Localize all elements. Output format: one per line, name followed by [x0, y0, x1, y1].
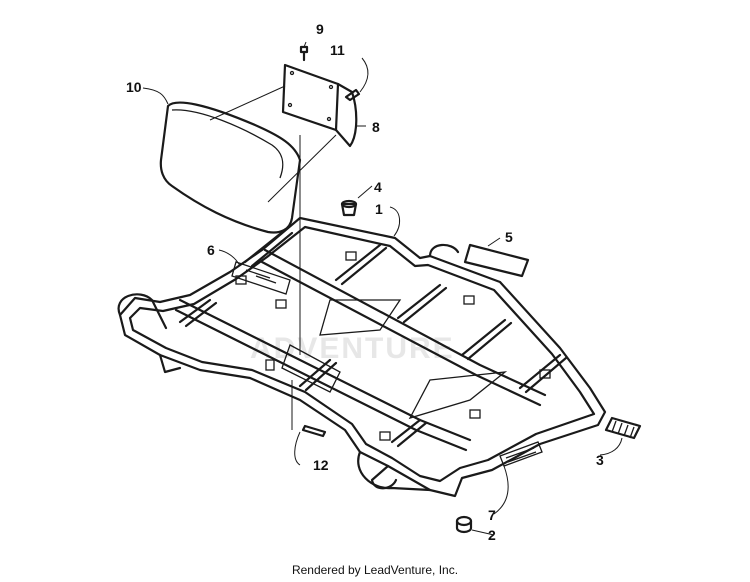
screw: [344, 88, 361, 102]
callout-9: 9: [316, 21, 324, 37]
watermark-text: ADVENTURE: [250, 332, 455, 365]
callout-12: 12: [313, 457, 329, 473]
assembly-lines: [209, 85, 337, 430]
backrest-bracket: [281, 63, 358, 148]
rack-label: [231, 261, 291, 295]
render-credit: Rendered by LeadVenture, Inc.: [291, 563, 459, 577]
rubber-foot: [455, 515, 473, 534]
callout-11: 11: [330, 42, 345, 58]
backrest-pad: [159, 101, 302, 234]
decal-strip: [463, 243, 530, 278]
callout-3: 3: [596, 452, 604, 468]
callout-8: 8: [372, 119, 380, 135]
callout-4: 4: [374, 179, 382, 195]
callout-2: 2: [488, 527, 496, 543]
callout-6: 6: [207, 242, 215, 258]
callout-1: 1: [375, 201, 383, 217]
callout-labels: 10 9 11 8 4 1 5 6 3 12 7 2: [126, 21, 604, 543]
callout-5: 5: [505, 229, 513, 245]
plug: [340, 199, 358, 217]
leader-lines: [142, 41, 623, 536]
callout-7: 7: [488, 507, 496, 523]
rack-frame: [117, 216, 607, 498]
retaining-clip: [301, 424, 327, 438]
serial-label: [499, 441, 543, 467]
tube-end-cap: [604, 416, 642, 440]
bolt: [299, 45, 309, 62]
callout-10: 10: [126, 79, 142, 95]
